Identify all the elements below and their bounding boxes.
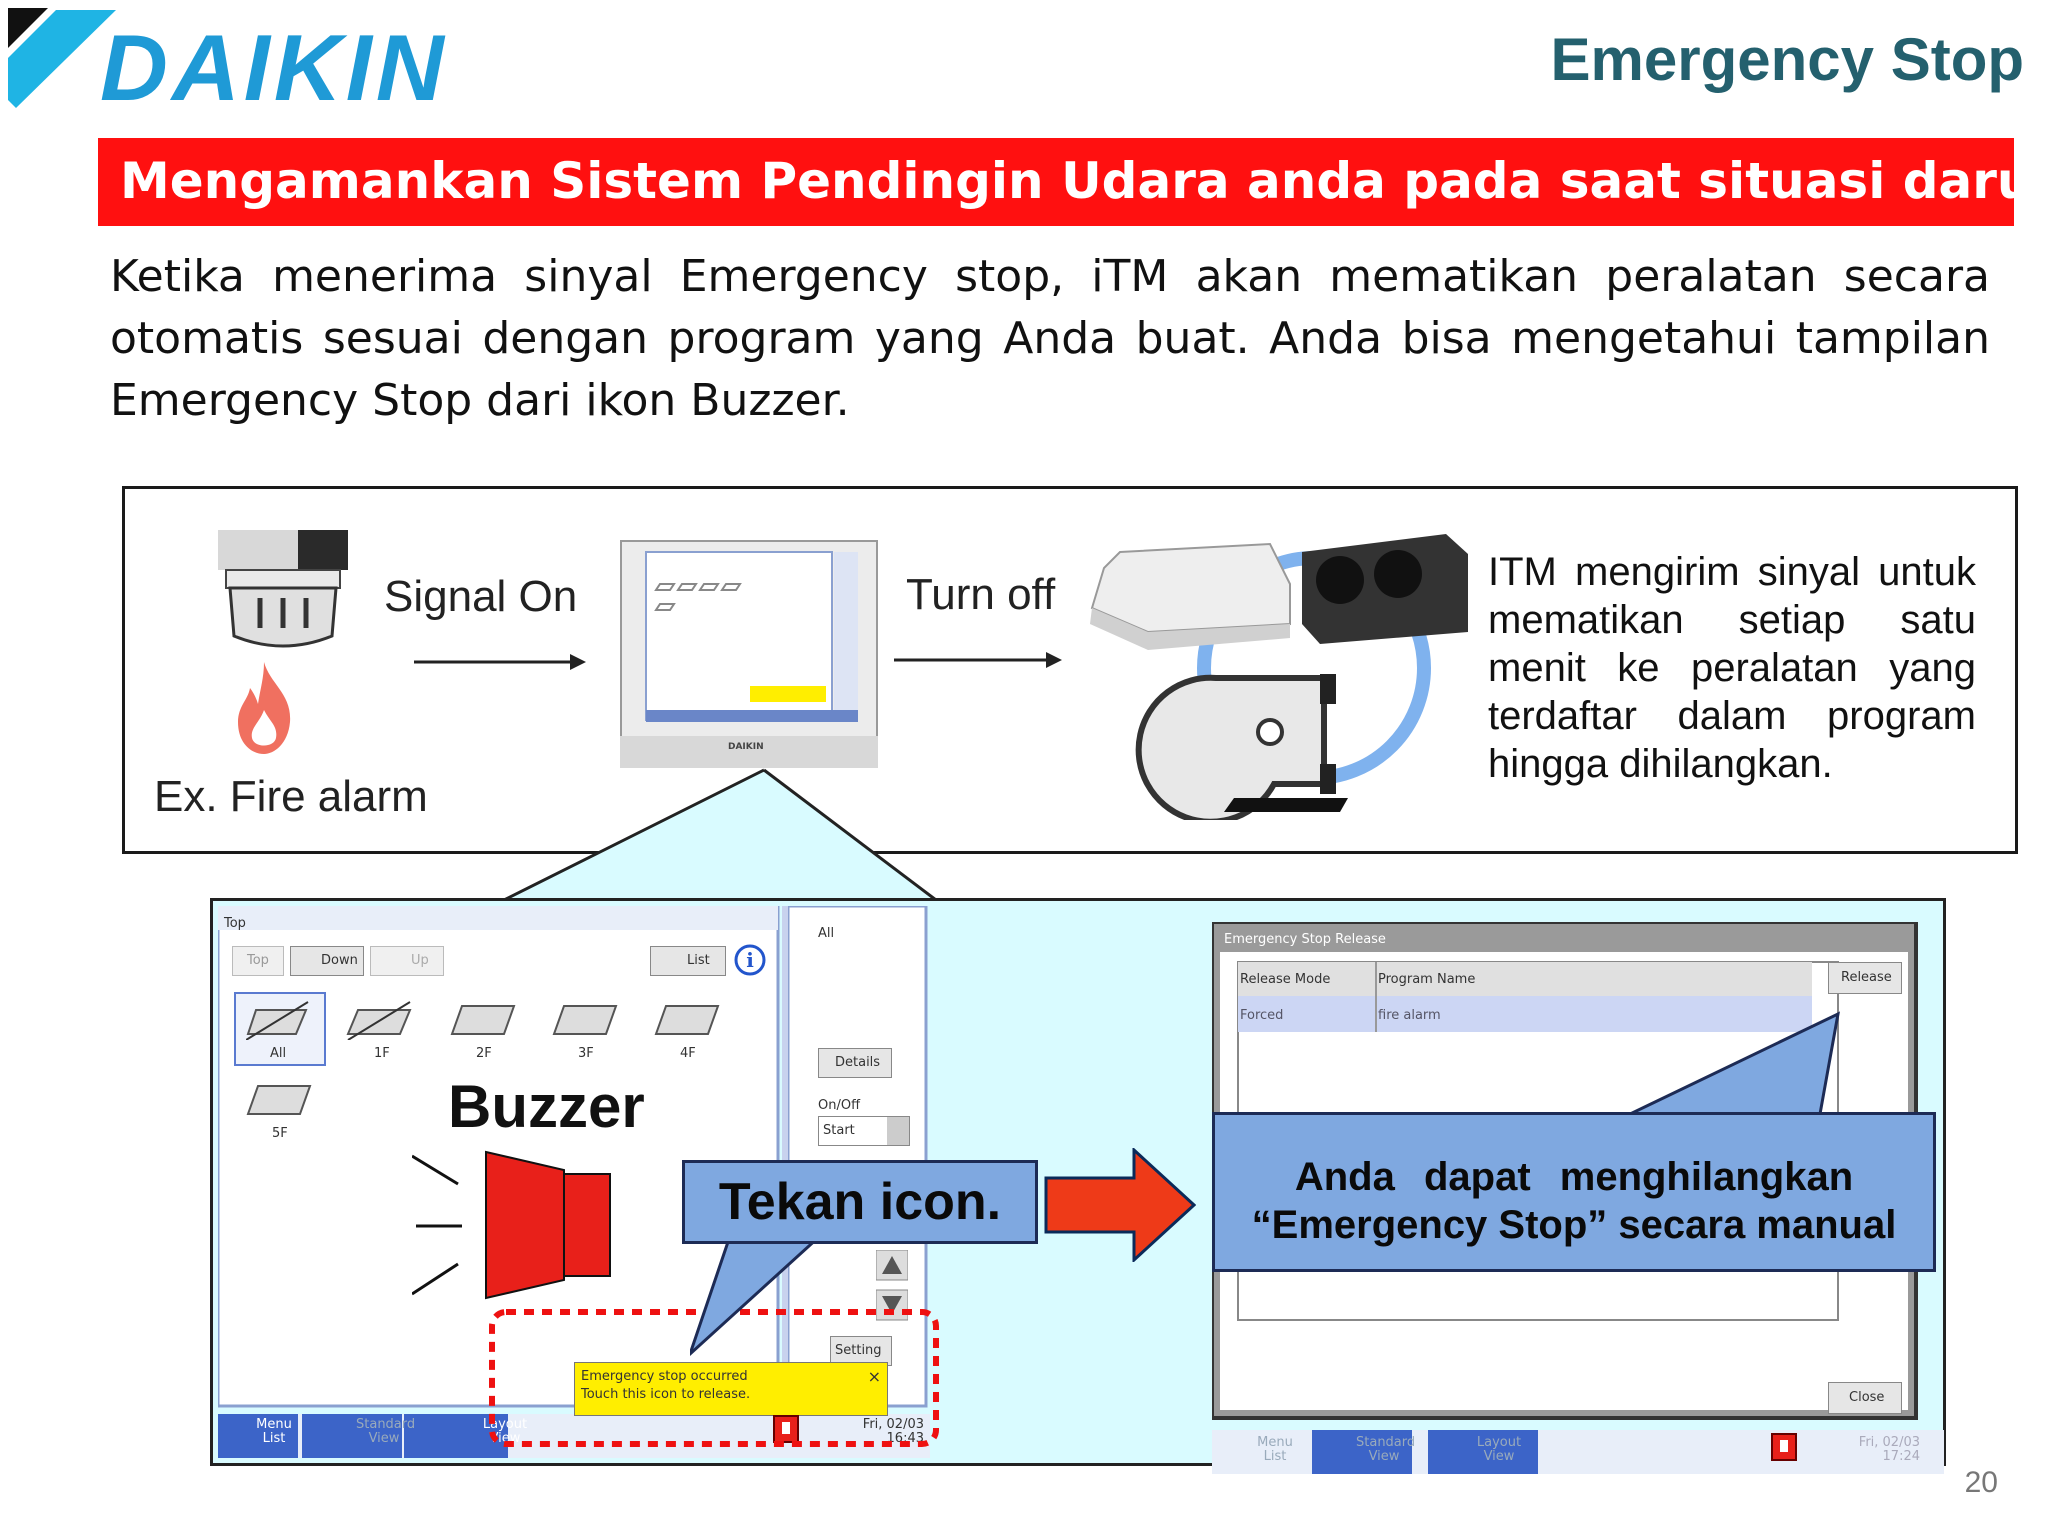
indoor-unit-icon[interactable] (448, 1000, 518, 1040)
emergency-tooltip[interactable]: Emergency stop occurred Touch this icon … (574, 1362, 888, 1416)
info-icon[interactable]: i (734, 944, 766, 976)
anda-pointer (1630, 1011, 1840, 1116)
buzzer-label: Buzzer (448, 1073, 645, 1140)
daikin-logo-mark (8, 8, 116, 108)
intro-paragraph: Ketika menerima sinyal Emergency stop, i… (110, 251, 1990, 426)
signal-arrow-icon (414, 654, 586, 670)
page-number: 20 (1964, 1466, 1998, 1499)
indoor-unit-icon[interactable] (344, 1000, 414, 1040)
row-program-name[interactable]: fire alarm (1378, 1008, 1441, 1023)
top-button[interactable]: Top (232, 946, 284, 976)
indoor-unit-icon[interactable] (550, 1000, 620, 1040)
svg-text:i: i (746, 948, 754, 972)
indoor-unit-icon[interactable] (244, 1080, 314, 1120)
onoff-select[interactable]: Start (818, 1116, 910, 1146)
setting-button[interactable]: Setting (830, 1336, 892, 1366)
fire-alarm-label: Ex. Fire alarm (154, 772, 428, 821)
close-button[interactable]: Close (1828, 1382, 1902, 1414)
signal-flow-panel (122, 486, 2018, 854)
side-panel-header: All (818, 926, 835, 941)
tile-label: All (270, 1046, 287, 1061)
menu-list-button[interactable]: Menu List (256, 1417, 292, 1446)
layout-view-button[interactable]: Layout View (1476, 1435, 1522, 1464)
headline-text: Mengamankan Sistem Pendingin Udara anda … (120, 152, 2048, 210)
standard-view-button[interactable]: Standard View (1356, 1435, 1416, 1464)
alarm-bell-icon[interactable] (772, 1414, 800, 1444)
list-button[interactable]: List (650, 946, 726, 976)
tekan-callout: Tekan icon. (682, 1160, 1038, 1244)
down-button[interactable]: Down (290, 946, 364, 976)
headline-banner: Mengamankan Sistem Pendingin Udara anda … (98, 138, 2048, 226)
next-step-arrow-icon (1044, 1148, 1196, 1262)
turn-off-label: Turn off (906, 570, 1056, 619)
taskbar-datetime: Fri, 02/03 16:43 (862, 1417, 924, 1446)
col-release-mode: Release Mode (1240, 972, 1331, 987)
signal-on-label: Signal On (384, 572, 578, 621)
release-button[interactable]: Release (1828, 962, 1902, 994)
tile-label: 2F (476, 1046, 492, 1061)
tile-label: 5F (272, 1126, 288, 1141)
itm-description: ITM mengirim sinyal untuk mematikan seti… (1488, 550, 1976, 786)
turn-off-arrow-icon (894, 652, 1062, 668)
indoor-unit-icon[interactable] (652, 1000, 722, 1040)
itm-controller-icon (620, 540, 878, 768)
taskbar-datetime: Fri, 02/03 17:24 (1858, 1435, 1920, 1464)
chevron-down-icon (887, 1117, 909, 1145)
tile-label: 3F (578, 1046, 594, 1061)
smoke-detector-icon (218, 530, 348, 648)
details-button[interactable]: Details (818, 1048, 892, 1078)
tekan-pointer (690, 1236, 823, 1356)
daikin-logo-text: DAIKIN (100, 15, 448, 120)
window-title: Emergency Stop Release (1224, 932, 1386, 947)
alarm-bell-icon[interactable] (1770, 1432, 1798, 1462)
close-icon[interactable]: × (867, 1367, 881, 1386)
tile-label: 4F (680, 1046, 696, 1061)
row-release-mode[interactable]: Forced (1240, 1008, 1284, 1023)
indoor-unit-icon (246, 1001, 309, 1040)
col-program-name: Program Name (1378, 972, 1476, 987)
standard-view-button[interactable]: Standard View (356, 1417, 416, 1446)
up-button[interactable]: Up (370, 946, 444, 976)
menu-list-button[interactable]: Menu List (1257, 1435, 1293, 1464)
fire-icon (238, 662, 291, 754)
breadcrumb: Top (224, 916, 246, 931)
onoff-label: On/Off (818, 1098, 861, 1113)
tablet-brand: DAIKIN (728, 742, 764, 752)
tile-label: 1F (374, 1046, 390, 1061)
hvac-equipment-icon (1090, 534, 1468, 820)
slide-title: Emergency Stop (1550, 26, 2024, 93)
buzzer-icon (412, 1150, 611, 1300)
anda-callout: Anda dapat menghilangkan “Emergency Stop… (1212, 1112, 1936, 1272)
